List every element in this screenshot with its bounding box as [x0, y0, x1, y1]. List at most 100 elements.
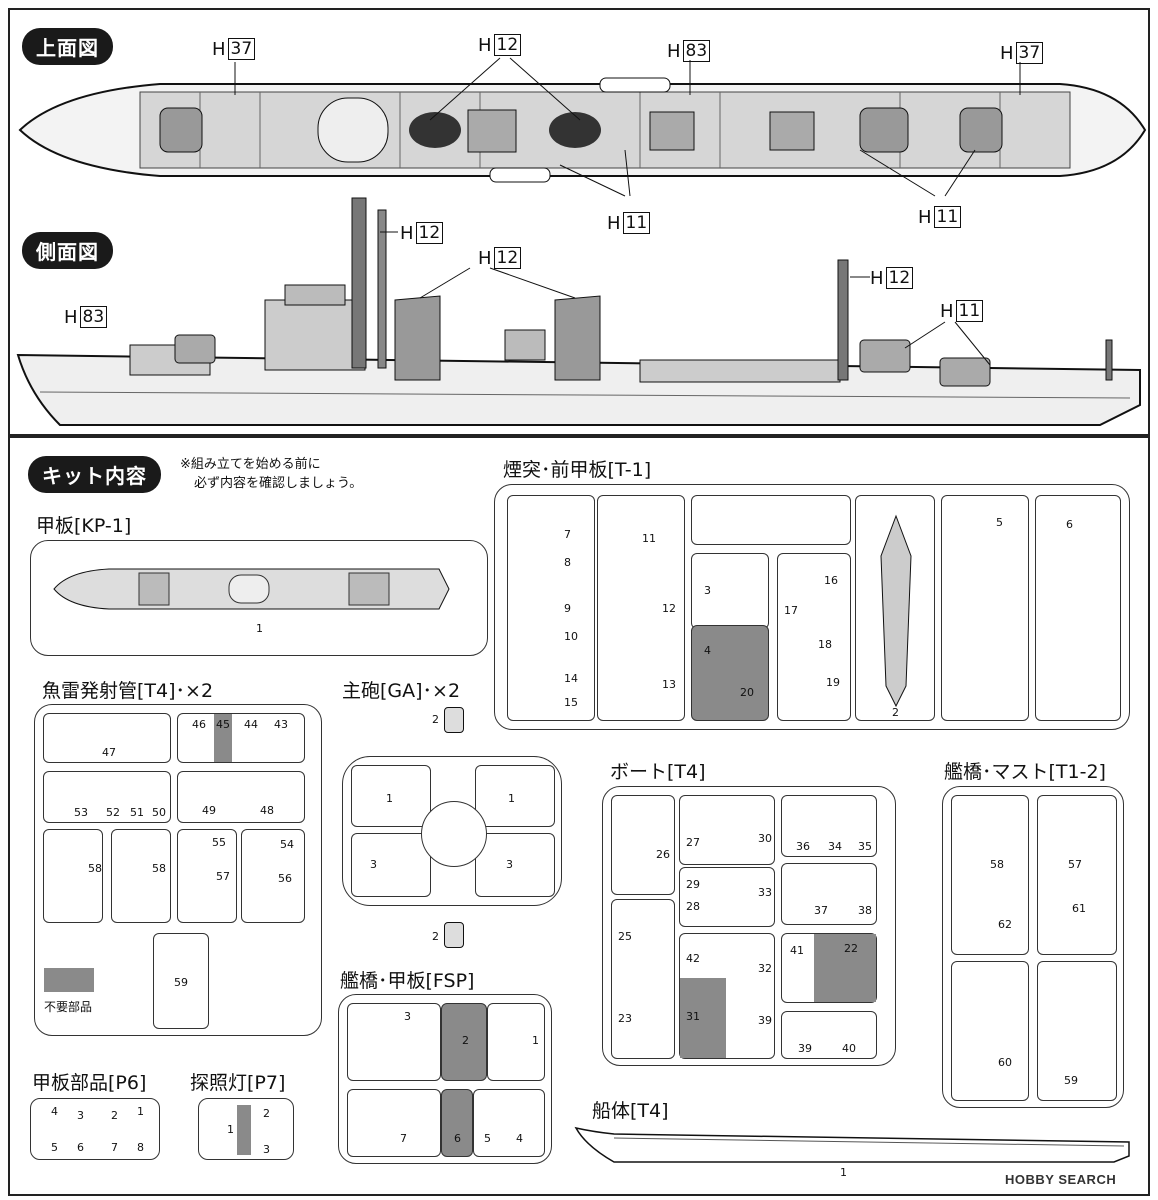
deck-parts-sprue-title: 甲板部品[P6] — [32, 1072, 147, 1094]
part-number: 38 — [858, 904, 872, 917]
part-number: 62 — [998, 918, 1012, 931]
part-number: 30 — [758, 832, 772, 845]
part-number: 57 — [216, 870, 230, 883]
part-number: 55 — [212, 836, 226, 849]
part-number: 42 — [686, 952, 700, 965]
part-number: 1 — [227, 1123, 234, 1136]
part-number: 54 — [280, 838, 294, 851]
part-number: 15 — [564, 696, 578, 709]
deck-parts-sprue: 4 3 2 1 5 6 7 8 — [30, 1098, 160, 1160]
part-number: 59 — [1064, 1074, 1078, 1087]
hull-sprue-title: 船体[T4] — [592, 1100, 669, 1122]
part-number: 23 — [618, 1012, 632, 1025]
torpedo-cell-e: 58 — [43, 829, 103, 923]
part-number: 59 — [174, 976, 188, 989]
torpedo-cell-f: 58 — [111, 829, 171, 923]
searchlight-sprue: 1 2 3 — [198, 1098, 294, 1160]
part-number: 51 — [130, 806, 144, 819]
part-number: 9 — [564, 602, 571, 615]
bridge-cell-b: 2 — [441, 1003, 487, 1081]
part-number: 36 — [796, 840, 810, 853]
kit-contents-frame — [8, 436, 1150, 1196]
boat-cell-e: 37 38 — [781, 863, 877, 925]
part-number: 20 — [740, 686, 754, 699]
part-number: 1 — [532, 1034, 539, 1047]
pre-assembly-notice: ※組み立てを始める前に必ず内容を確認しましょう。 — [180, 457, 363, 491]
part-number: 19 — [826, 676, 840, 689]
hull-part — [574, 1126, 1130, 1163]
torpedo-cell-b: 46 45 44 43 — [177, 713, 305, 763]
funnel-sprue-title: 煙突･前甲板[T-1] — [503, 459, 652, 481]
part-number: 57 — [1068, 858, 1082, 871]
part-number: 2 — [892, 706, 899, 719]
funnel-cell-unneeded: 4 20 — [691, 625, 769, 721]
torpedo-cell-a: 47 — [43, 713, 171, 763]
boat-cell-f: 25 23 — [611, 899, 675, 1059]
funnel-cell-a: 7 8 9 10 14 15 — [507, 495, 595, 721]
boat-cell-d: 29 28 33 — [679, 867, 775, 927]
part-number: 2 — [462, 1034, 469, 1047]
part-number: 47 — [102, 746, 116, 759]
mast-cell-a: 58 62 — [951, 795, 1029, 955]
bridge-mast-sprue: 58 62 57 61 60 59 — [942, 786, 1124, 1108]
part-number: 1 — [256, 622, 263, 635]
part-number: 37 — [814, 904, 828, 917]
part-number: 6 — [1066, 518, 1073, 531]
gun-part-shield-top — [444, 707, 464, 733]
part-number: 32 — [758, 962, 772, 975]
boat-cell-g: 42 32 31 39 — [679, 933, 775, 1059]
part-number: 3 — [704, 584, 711, 597]
boat-sprue: 26 27 30 36 34 35 29 28 33 37 38 25 23 4… — [602, 786, 896, 1066]
side-view-heading: 側面図 — [22, 232, 113, 269]
part-number: 58 — [88, 862, 102, 875]
torpedo-cell-h: 54 56 — [241, 829, 305, 923]
gun-cell-br: 3 — [475, 833, 555, 897]
gun-sprue: 1 1 3 3 — [342, 756, 562, 906]
kit-contents-heading: キット内容 — [28, 456, 161, 493]
part-number: 41 — [790, 944, 804, 957]
top-view-ship — [18, 57, 1147, 197]
part-number: 14 — [564, 672, 578, 685]
bridge-mast-sprue-title: 艦橋･マスト[T1-2] — [944, 761, 1106, 783]
part-number: 2 — [111, 1109, 118, 1122]
part-number: 49 — [202, 804, 216, 817]
bridge-deck-sprue: 3 2 1 7 6 5 4 — [338, 994, 552, 1164]
gun-part-shield-bottom — [444, 922, 464, 948]
part-number: 3 — [404, 1010, 411, 1023]
gun-cell-tr: 1 — [475, 765, 555, 827]
top-views-frame — [8, 8, 1150, 436]
part-number: 17 — [784, 604, 798, 617]
part-number: 28 — [686, 900, 700, 913]
side-view-ship — [16, 197, 1141, 426]
bridge-cell-c: 1 — [487, 1003, 545, 1081]
part-number: 6 — [454, 1132, 461, 1145]
bridge-cell-e: 6 — [441, 1089, 473, 1157]
part-number: 11 — [642, 532, 656, 545]
mast-cell-b: 57 61 — [1037, 795, 1117, 955]
bridge-cell-d: 7 — [347, 1089, 441, 1157]
deck-sprue: 1 — [30, 540, 488, 656]
part-number: 60 — [998, 1056, 1012, 1069]
boat-sprue-title: ボート[T4] — [610, 761, 706, 783]
part-number: 8 — [137, 1141, 144, 1154]
part-number: 5 — [51, 1141, 58, 1154]
funnel-cell-c: 3 — [691, 553, 769, 629]
boat-cell-c: 36 34 35 — [781, 795, 877, 857]
part-number: 58 — [152, 862, 166, 875]
part-number: 45 — [216, 718, 230, 731]
part-number: 56 — [278, 872, 292, 885]
part-number: 5 — [484, 1132, 491, 1145]
bridge-deck-sprue-title: 艦橋･甲板[FSP] — [340, 970, 475, 992]
part-number: 61 — [1072, 902, 1086, 915]
deck-sprue-title: 甲板[KP-1] — [36, 515, 132, 537]
part-number: 25 — [618, 930, 632, 943]
torpedo-cell-d: 49 48 — [177, 771, 305, 823]
part-number: 3 — [370, 858, 377, 871]
part-number: 40 — [842, 1042, 856, 1055]
